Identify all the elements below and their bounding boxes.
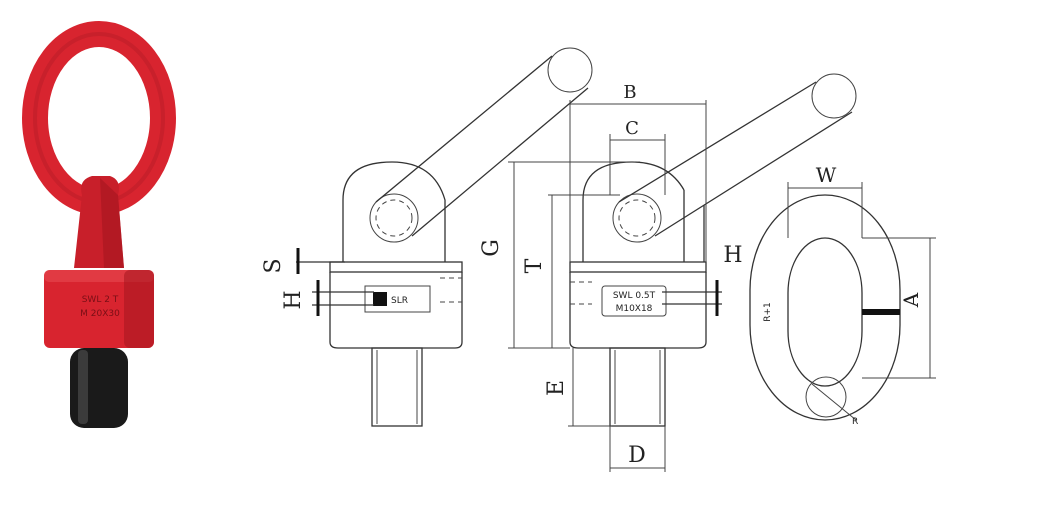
ring-view: R R+1 W A <box>749 163 936 427</box>
photo-marking-line1: SWL 2 T <box>82 295 119 305</box>
side-view: SLR S H <box>261 47 593 427</box>
dim-label-e: E <box>544 380 569 396</box>
dim-label-t: T <box>522 258 547 273</box>
dim-label-h-front: H <box>723 243 742 268</box>
ring-corner-label: R <box>852 417 858 427</box>
dim-label-d: D <box>628 443 646 468</box>
dim-label-b: B <box>623 82 636 103</box>
photo-marking-line2: M 20X30 <box>80 309 120 319</box>
dim-label-h-side: H <box>281 290 306 309</box>
dim-label-g: G <box>479 239 504 257</box>
dim-label-a: A <box>899 292 923 308</box>
dim-label-c: C <box>625 118 639 139</box>
ring-side-label: R+1 <box>763 302 773 322</box>
product-photo: SWL 2 T M 20X30 <box>22 21 176 428</box>
side-bail <box>342 161 446 262</box>
front-tag-line1: SWL 0.5T <box>613 291 656 301</box>
dim-label-w: W <box>816 163 837 187</box>
front-tag-line2: M10X18 <box>616 304 653 314</box>
front-view: SWL 0.5T M10X18 B C G T E D <box>479 73 857 472</box>
dim-label-s-side: S <box>261 258 286 273</box>
side-tag-text: SLR <box>391 296 408 306</box>
